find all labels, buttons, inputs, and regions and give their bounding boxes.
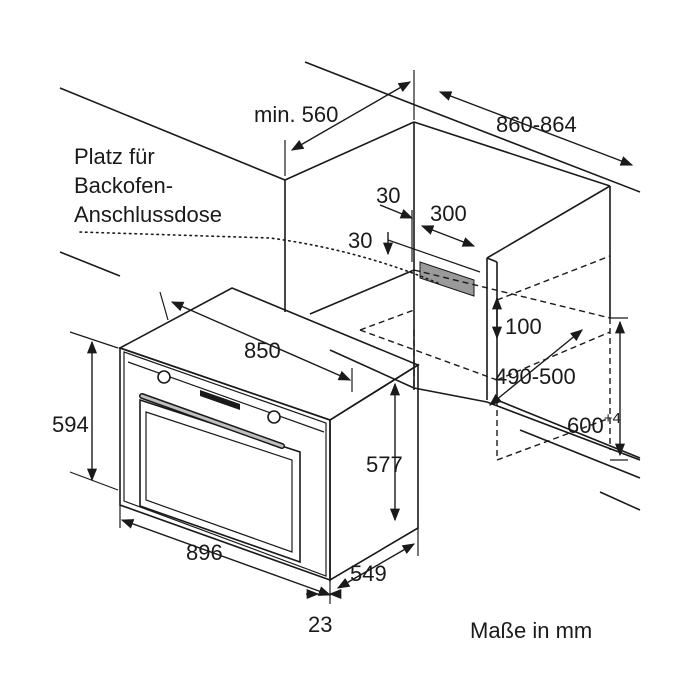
dimension-lines <box>69 70 634 604</box>
label-oven-height: 594 <box>52 412 89 437</box>
label-min-width: min. 560 <box>254 102 338 127</box>
cabinet-outline <box>59 61 641 511</box>
label-niche-height: 600+4 <box>567 410 621 438</box>
display-icon <box>200 390 240 410</box>
label-oven-width-inner: 850 <box>244 338 281 363</box>
label-niche-depth: 490-500 <box>495 364 576 389</box>
left-knob-icon <box>157 370 171 384</box>
label-units: Maße in mm <box>470 618 592 643</box>
socket-leader <box>79 231 441 285</box>
label-oven-depth: 549 <box>350 561 387 586</box>
label-oven-height-inner: 577 <box>366 452 403 477</box>
label-socket-offset-side: 30 <box>348 228 372 253</box>
label-front-thickness: 23 <box>308 612 332 637</box>
label-socket-line3: Anschlussdose <box>74 202 222 227</box>
label-socket-height: 100 <box>505 314 542 339</box>
label-socket-offset-top: 30 <box>376 183 400 208</box>
right-knob-icon <box>267 410 281 424</box>
label-niche-width: 860-864 <box>496 112 577 137</box>
label-niche-height-value: 600 <box>567 413 604 438</box>
label-oven-width: 896 <box>186 540 223 565</box>
oven-drawing <box>118 287 420 582</box>
label-socket-line1: Platz für <box>74 144 155 169</box>
label-socket-length: 300 <box>430 201 467 226</box>
label-socket-line2: Backofen- <box>74 173 173 198</box>
label-niche-height-tolerance: +4 <box>604 410 621 427</box>
